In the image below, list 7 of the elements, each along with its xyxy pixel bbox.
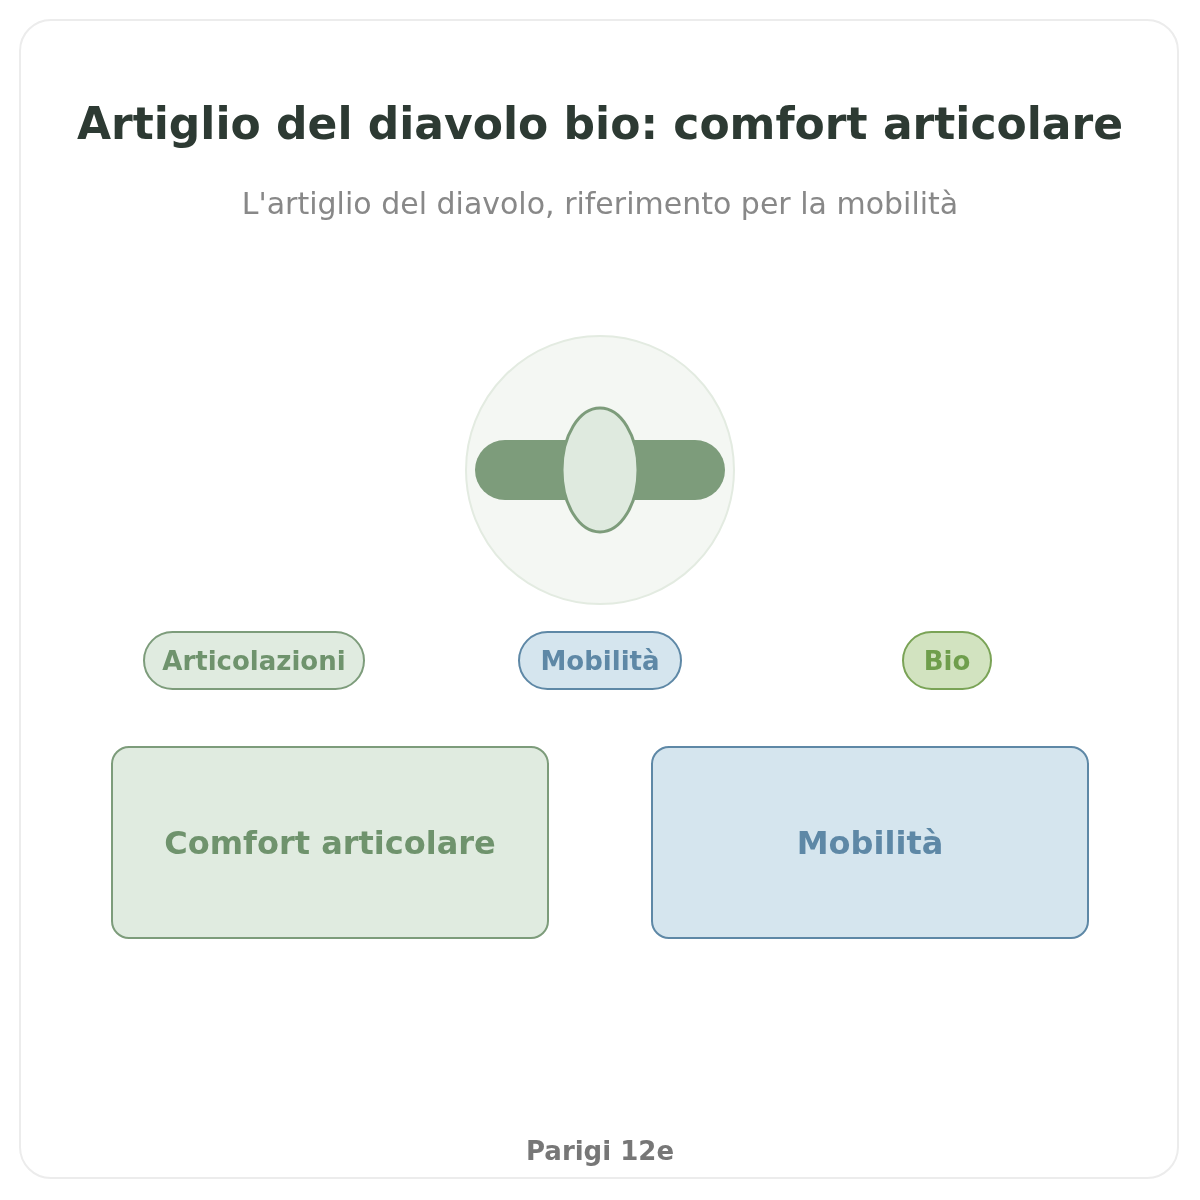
subtitle: L'artiglio del diavolo, riferimento per la mobilità [240,186,960,221]
category-box: Mobilità [651,746,1089,939]
footer-text: Parigi 12e [525,1136,675,1166]
category-box: Comfort articolare [111,746,549,939]
title: Artiglio del diavolo bio: comfort articolare [75,98,1125,149]
tag-pill: Mobilità [518,631,682,690]
tag-pill: Articolazioni [143,631,365,690]
